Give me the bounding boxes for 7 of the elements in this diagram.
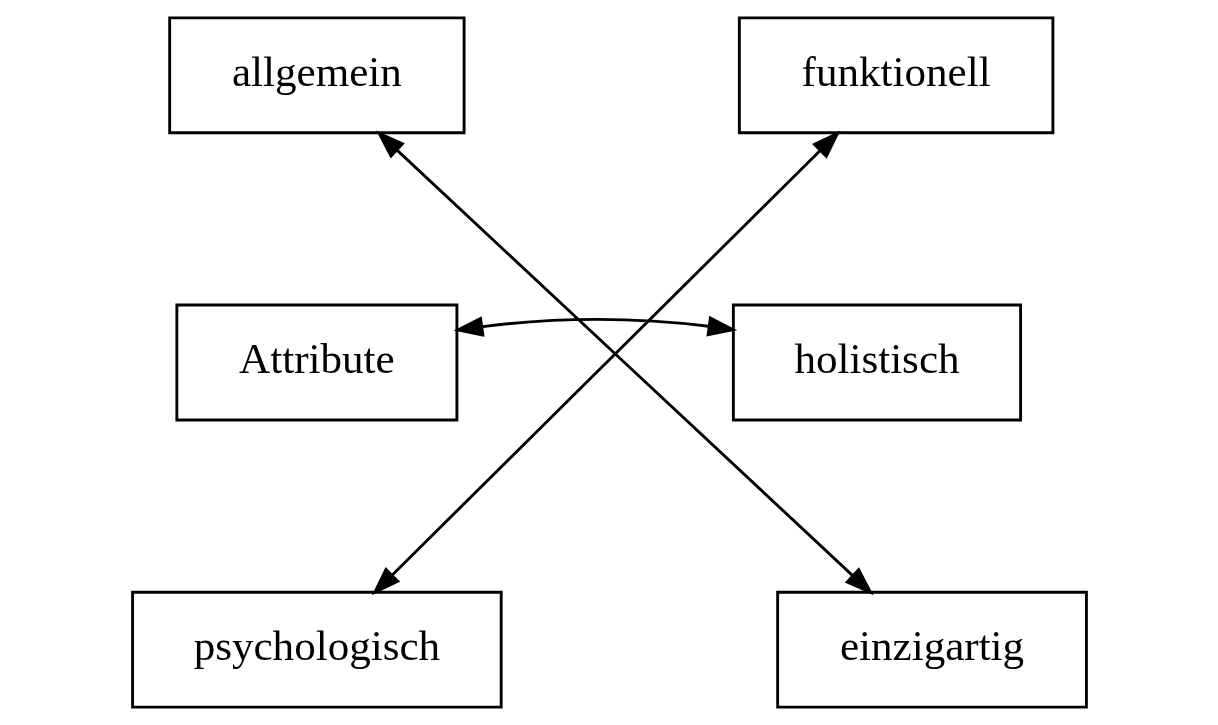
- arrow: [453, 315, 737, 337]
- node-box: holistisch: [731, 303, 1022, 422]
- node-box: Attribute: [174, 303, 458, 422]
- node-box: funktionell: [737, 16, 1054, 135]
- node-box: einzigartig: [775, 590, 1088, 709]
- node-box: allgemein: [167, 16, 466, 135]
- node-box: psychologisch: [130, 590, 503, 709]
